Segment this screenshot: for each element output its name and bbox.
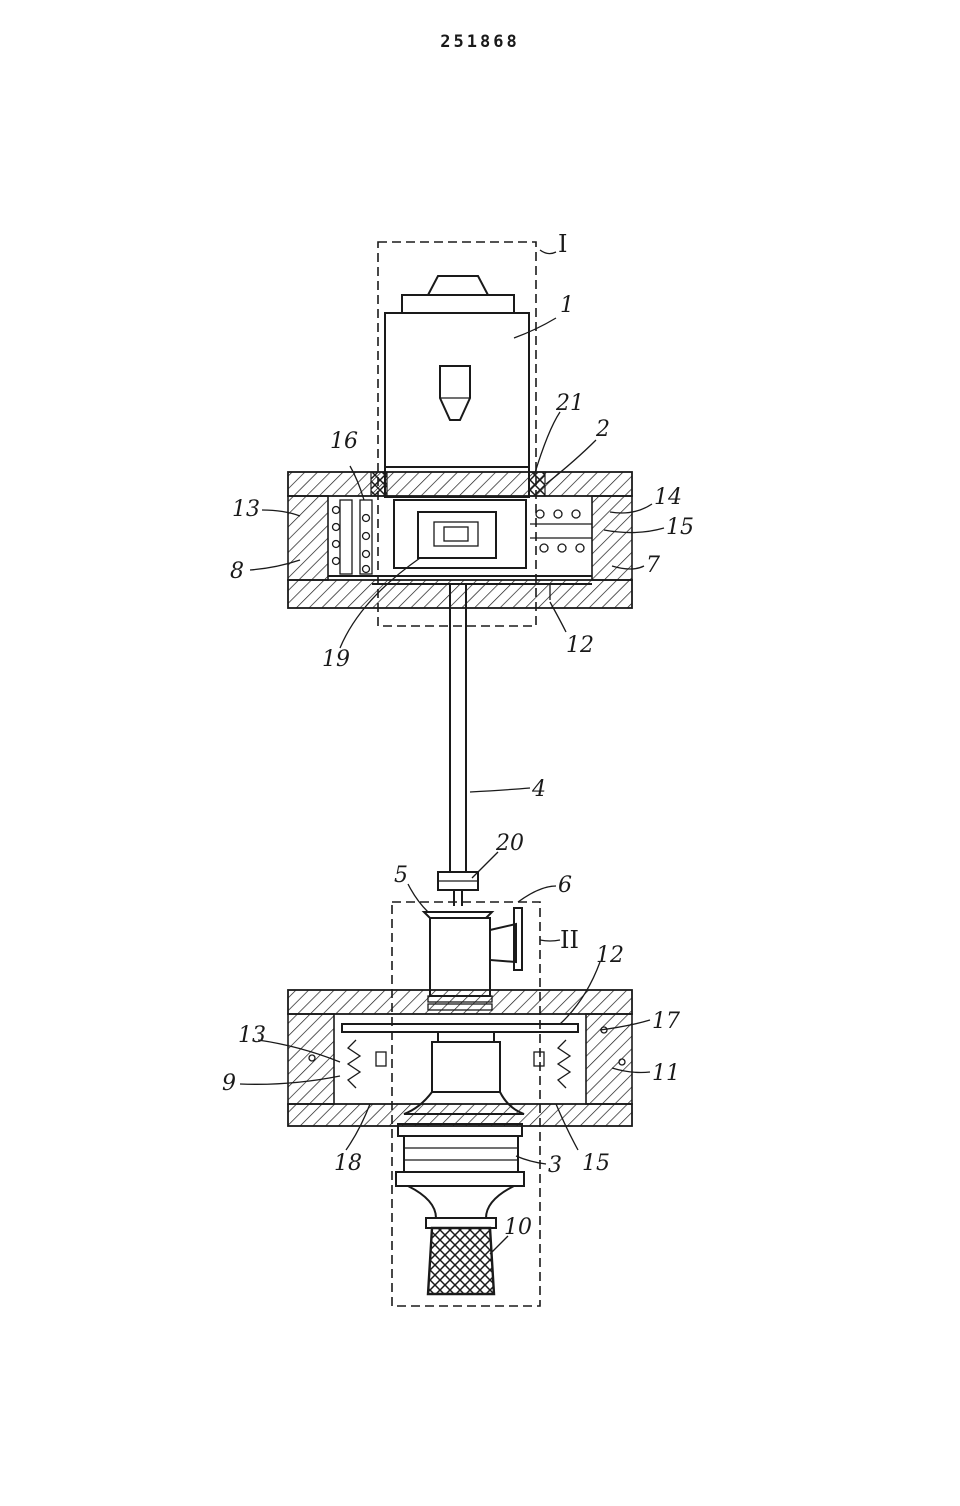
strainer-10 (426, 1226, 496, 1296)
dashed-boundary-I (377, 241, 537, 627)
label-11: 11 (652, 1061, 680, 1086)
label-13-lower: 13 (238, 1023, 266, 1048)
label-15-upper: 15 (666, 515, 694, 540)
gearbox-2 (393, 499, 527, 569)
label-18: 18 (334, 1151, 362, 1176)
pump-head-5-6 (421, 907, 523, 1011)
springs-right-14-15 (530, 509, 592, 553)
label-2: 2 (595, 417, 610, 442)
springs-lower-15-18 (308, 1026, 626, 1089)
plate-12-lower (341, 1023, 579, 1033)
label-4: 4 (531, 777, 546, 802)
label-12-lower: 12 (596, 943, 624, 968)
label-3: 3 (548, 1153, 562, 1178)
seal-21 (370, 471, 546, 497)
document-number: 251868 (440, 32, 520, 52)
label-21: 21 (555, 391, 584, 416)
coupling-20 (437, 871, 479, 906)
label-6: 6 (558, 873, 572, 898)
label-II: II (560, 926, 579, 954)
springs-left-16 (331, 499, 373, 575)
plate-12-upper (372, 583, 592, 600)
shaft-4 (449, 584, 467, 872)
label-15-lower: 15 (582, 1151, 610, 1176)
label-16: 16 (330, 429, 358, 454)
label-7: 7 (646, 553, 660, 578)
label-1: 1 (560, 293, 574, 318)
label-5: 5 (394, 863, 408, 888)
column-3 (395, 1031, 525, 1229)
label-I: I (558, 230, 567, 258)
label-13-upper: 13 (232, 497, 260, 522)
label-20: 20 (495, 831, 524, 856)
label-12-upper: 12 (566, 633, 594, 658)
label-14: 14 (654, 485, 682, 510)
motor-1 (384, 275, 530, 498)
leader-lines (239, 249, 665, 1255)
label-19: 19 (322, 647, 350, 672)
label-17: 17 (652, 1009, 680, 1034)
label-10: 10 (504, 1215, 532, 1240)
label-8: 8 (230, 559, 244, 584)
label-9: 9 (222, 1071, 236, 1096)
